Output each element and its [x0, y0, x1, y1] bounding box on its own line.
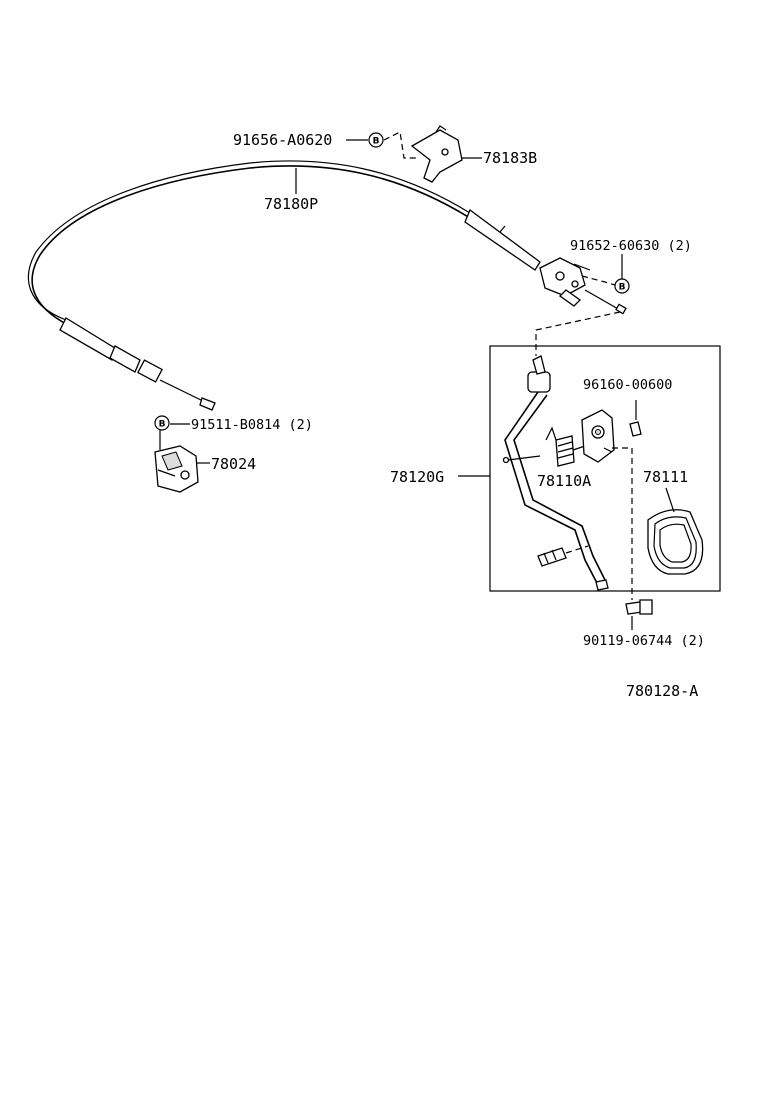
cable-bracket-right: [539, 257, 627, 315]
label-bolt-top: 91656-A0620: [233, 131, 332, 149]
pedal-pad: [647, 509, 704, 575]
clip: [629, 421, 642, 437]
pedal-assembly-box: [489, 345, 721, 592]
label-bracket-top: 78183B: [483, 149, 537, 167]
label-pedal-pad: 78111: [643, 468, 688, 486]
badge-bolt-right: B: [614, 278, 630, 294]
pedal-pin: [537, 547, 567, 567]
svg-text:B: B: [159, 420, 166, 430]
accelerator-pedal-arm: [502, 355, 609, 591]
label-pedal-assembly: 78120G: [390, 468, 444, 486]
label-cable: 78180P: [264, 195, 318, 213]
label-bolt-left: 91511-B0814 (2): [191, 417, 313, 433]
svg-text:B: B: [619, 283, 626, 293]
svg-text:B: B: [373, 137, 380, 147]
bolt-bottom: [625, 599, 653, 615]
label-bolt-right: 91652-60630 (2): [570, 238, 692, 254]
return-spring: [545, 426, 586, 467]
badge-bolt-left: B: [154, 415, 170, 431]
label-clamp: 78024: [211, 455, 256, 473]
badge-bolt-top: B: [368, 132, 384, 148]
label-clip: 96160-00600: [583, 377, 672, 393]
label-spring: 78110A: [537, 472, 591, 490]
figure-number: 780128-A: [626, 682, 698, 700]
label-bolt-bottom: 90119-06744 (2): [583, 633, 705, 649]
pedal-pivot-bracket: [581, 409, 615, 463]
clamp-left: [154, 445, 199, 493]
throttle-cable: [27, 160, 541, 411]
bolt-top-leader: [383, 131, 418, 159]
bracket-top: [410, 125, 463, 183]
